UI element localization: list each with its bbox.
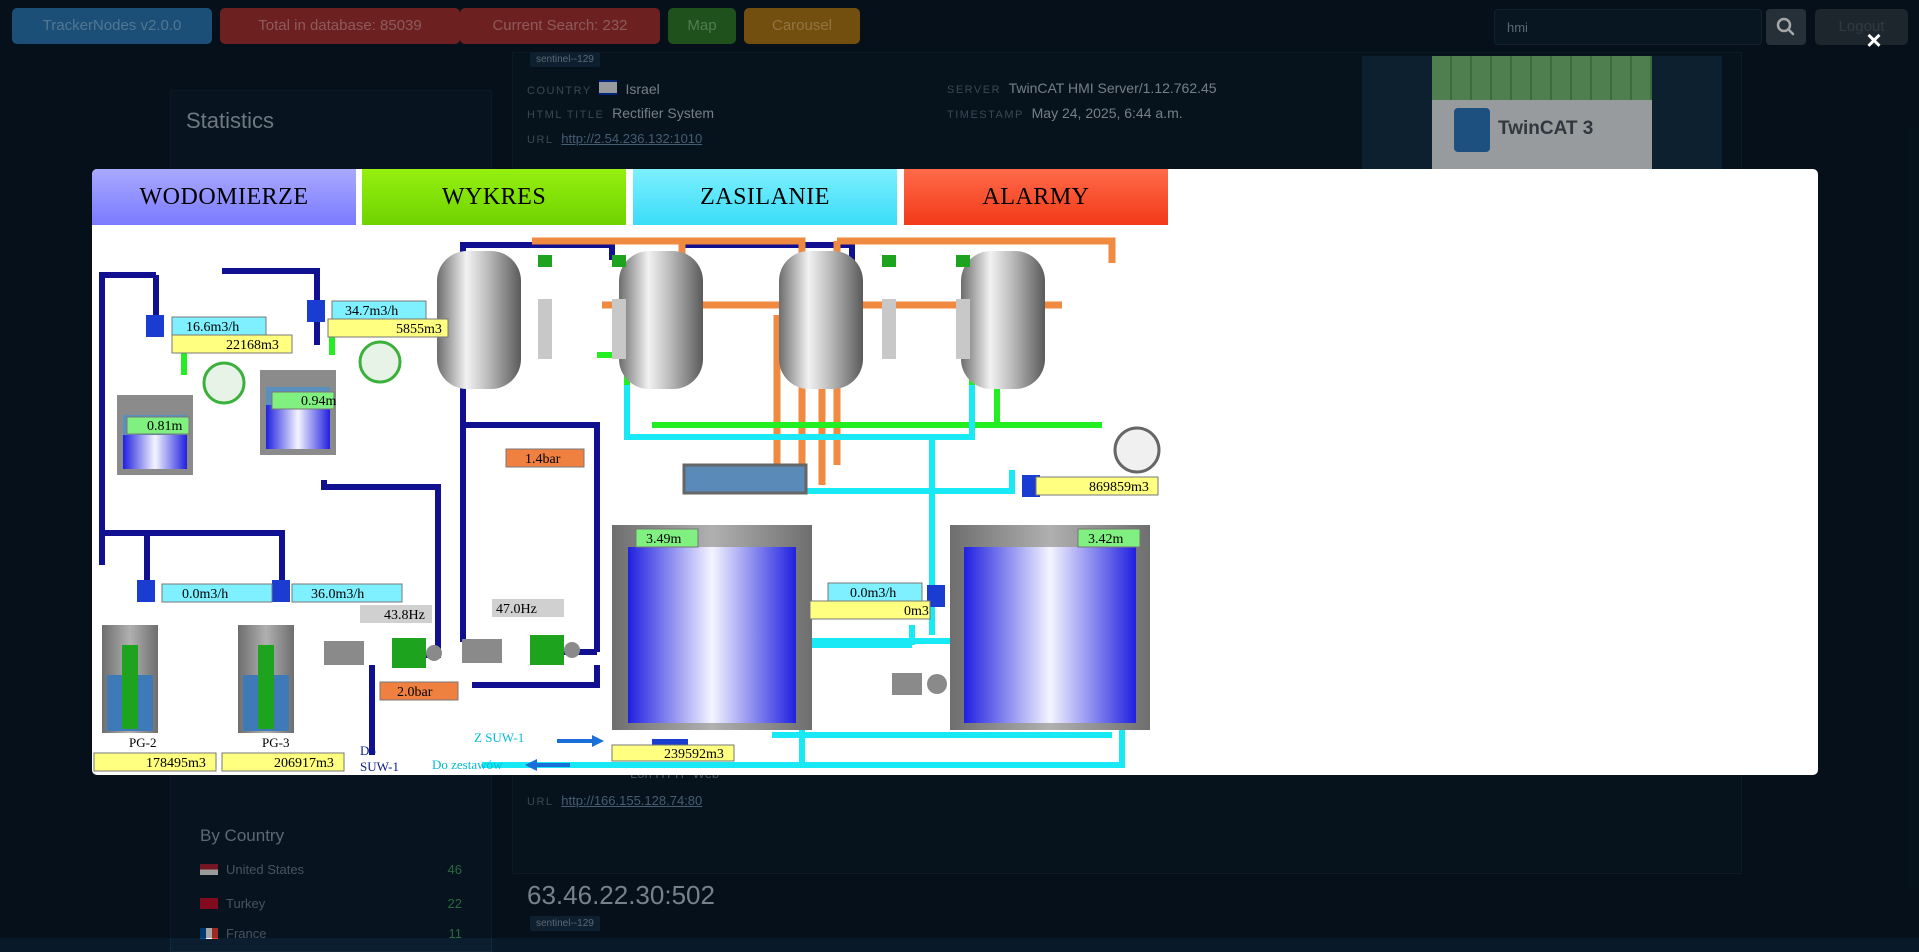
search-icon <box>1776 17 1795 36</box>
well-label: PG-2 <box>129 735 156 750</box>
pressure-reading: 1.4bar <box>525 452 561 467</box>
level-reading: 0.94m <box>301 394 337 409</box>
turkey-flag-icon <box>200 898 218 909</box>
statistics-title: Statistics <box>186 108 275 133</box>
booster-pump-2 <box>462 635 580 665</box>
map-button[interactable]: Map <box>668 8 736 44</box>
country-row[interactable]: United States 46 <box>200 862 462 877</box>
level-reading: 3.42m <box>1088 532 1124 547</box>
tab-alarmy[interactable]: ALARMY <box>904 169 1168 225</box>
flow-reading: 0.0m3/h <box>850 586 896 601</box>
close-modal-button[interactable]: × <box>1866 25 1882 55</box>
brand-button[interactable]: TrackerNodes v2.0.0 <box>12 8 212 44</box>
total-in-database-button[interactable]: Total in database: 85039 <box>220 8 460 44</box>
country-row[interactable]: France 11 <box>200 926 462 941</box>
well-label: PG-3 <box>262 735 289 750</box>
frequency-reading: 47.0Hz <box>496 602 537 617</box>
result-timestamp: Timestamp May 24, 2025, 6:44 a.m. <box>947 105 1183 121</box>
filter-tanks <box>437 251 1045 389</box>
result-country: Country Israel <box>527 80 660 97</box>
reservoir-left <box>612 525 812 730</box>
volume-reading: 239592m3 <box>664 747 724 762</box>
inlet-label: Z SUW-1 <box>474 730 524 745</box>
result-url-link[interactable]: http://166.155.128.74:80 <box>561 793 703 808</box>
pump-mid <box>892 673 947 695</box>
flow-reading: 0.0m3/h <box>182 587 228 602</box>
by-country-title: By Country <box>200 826 285 845</box>
tab-wodomierze[interactable]: WODOMIERZE <box>92 169 356 225</box>
screenshot-modal: WODOMIERZE WYKRES ZASILANIE ALARMY <box>92 169 1818 775</box>
france-flag-icon <box>200 928 218 939</box>
result-screenshot-thumbnail[interactable]: TwinCAT 3 <box>1362 56 1722 172</box>
flow-reading: 36.0m3/h <box>311 587 364 602</box>
country-row[interactable]: Turkey 22 <box>200 896 462 911</box>
logout-button[interactable]: Logout <box>1815 9 1908 45</box>
result-server: Server TwinCAT HMI Server/1.12.762.45 <box>947 80 1217 96</box>
us-flag-icon <box>200 864 218 875</box>
result-tag: sentinel--129 <box>530 52 600 67</box>
flow-reading: 34.7m3/h <box>345 304 398 319</box>
outlet-label: Do zestawów <box>432 757 503 772</box>
twincat-logo-icon <box>1454 108 1490 152</box>
flow-arrow-icon <box>525 735 604 771</box>
volume-reading: 0m3 <box>904 604 929 619</box>
volume-reading: 5855m3 <box>396 322 442 337</box>
volume-reading: 178495m3 <box>146 756 206 771</box>
search-button[interactable] <box>1766 9 1806 45</box>
volume-reading: 22168m3 <box>226 338 279 353</box>
current-search-button[interactable]: Current Search: 232 <box>460 8 660 44</box>
result-url: URL http://166.155.128.74:80 <box>527 793 703 808</box>
blower-icon <box>202 340 1161 474</box>
well-pg2 <box>102 625 158 733</box>
top-navbar: TrackerNodes v2.0.0 Total in database: 8… <box>0 0 1919 52</box>
thumbnail-brand-text: TwinCAT 3 <box>1498 118 1594 139</box>
level-tank-2 <box>260 370 336 455</box>
outlet-label: SUW-1 <box>360 759 399 774</box>
tab-zasilanie[interactable]: ZASILANIE <box>633 169 897 225</box>
mid-basin <box>682 463 808 495</box>
result-ip-title: 63.46.22.30:502 <box>527 880 715 910</box>
volume-reading: 869859m3 <box>1089 480 1149 495</box>
outlet-label: Do <box>360 743 376 758</box>
level-reading: 0.81m <box>147 419 183 434</box>
flow-meter-icon <box>137 300 1040 751</box>
flow-reading: 16.6m3/h <box>186 320 239 335</box>
level-reading: 3.49m <box>646 532 682 547</box>
level-tank-1 <box>117 395 193 475</box>
volume-reading: 206917m3 <box>274 756 334 771</box>
carousel-button[interactable]: Carousel <box>744 8 860 44</box>
frequency-reading: 43.8Hz <box>384 608 425 623</box>
booster-pump-1 <box>324 638 442 668</box>
israel-flag-icon <box>599 80 618 95</box>
result-tag: sentinel--129 <box>530 916 600 931</box>
reservoir-right <box>950 525 1150 730</box>
valve-cluster <box>538 255 970 359</box>
pressure-reading: 2.0bar <box>397 685 433 700</box>
result-url: URL http://2.54.236.132:1010 <box>527 131 703 146</box>
result-html-title: HTML Title Rectifier System <box>527 105 715 121</box>
search-input[interactable] <box>1494 9 1762 45</box>
tab-wykres[interactable]: WYKRES <box>362 169 626 225</box>
well-pg3 <box>238 625 294 733</box>
result-url-link[interactable]: http://2.54.236.132:1010 <box>561 131 703 146</box>
hmi-process-diagram: 16.6m3/h 22168m3 34.7m3/h 5855m3 0.81m 0… <box>93 237 1161 774</box>
